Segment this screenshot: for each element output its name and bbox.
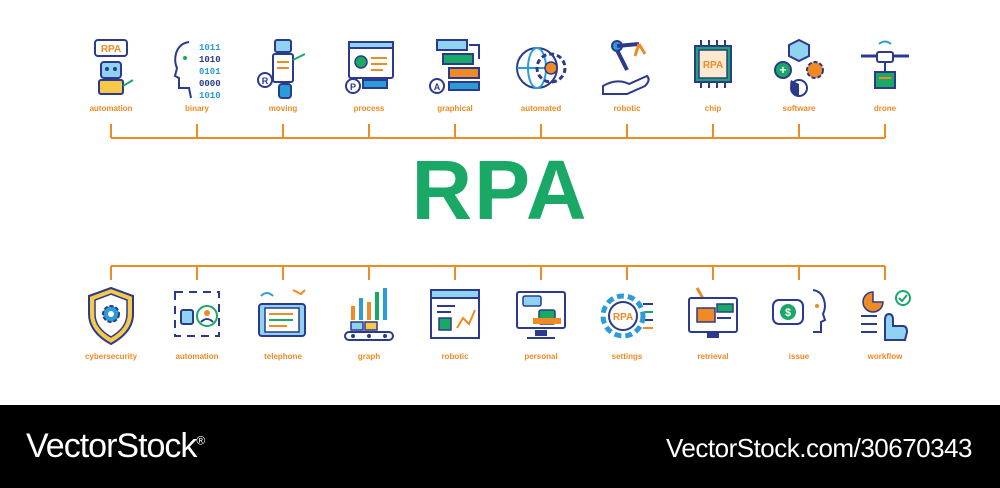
bottom-label-graph: graph xyxy=(357,352,381,361)
bottom-label-issue: issue xyxy=(788,352,810,361)
top-label-moving: moving xyxy=(268,104,298,113)
graphical-blocks-icon: A xyxy=(429,39,480,94)
svg-text:R: R xyxy=(262,76,269,86)
retrieval-monitor-icon xyxy=(688,287,738,338)
top-item-chip: RPA chip xyxy=(668,36,758,113)
chip-icon: RPA xyxy=(694,40,732,88)
svg-text:0000: 0000 xyxy=(199,79,221,89)
telephone-control-icon xyxy=(258,289,306,337)
monitor-process-icon: P xyxy=(345,41,394,94)
connector-lines xyxy=(110,124,886,280)
top-item-software: + software xyxy=(754,36,844,113)
infographic-banner: RPA automation 1011 1010 0101 0000 1010 … xyxy=(66,36,930,361)
top-item-automation: RPA automation xyxy=(66,36,156,113)
svg-text:RPA: RPA xyxy=(101,44,121,55)
bottom-item-personal: personal xyxy=(496,284,586,361)
svg-text:RPA: RPA xyxy=(613,312,633,323)
svg-text:1010: 1010 xyxy=(199,55,221,65)
image-url: VectorStock.com/30670343 xyxy=(666,433,972,463)
top-label-chip: chip xyxy=(704,104,722,113)
svg-text:1011: 1011 xyxy=(199,43,221,53)
brand-registered-mark: ® xyxy=(196,433,205,448)
workflow-hand-icon xyxy=(861,290,911,341)
bottom-label-settings: settings xyxy=(611,352,643,361)
software-cube-icon: + xyxy=(774,38,824,97)
svg-text:+: + xyxy=(779,63,786,77)
top-item-automated: automated xyxy=(496,36,586,113)
top-item-process: P process xyxy=(324,36,414,113)
bottom-label-retrieval: retrieval xyxy=(697,352,729,361)
svg-text:1010: 1010 xyxy=(199,91,221,101)
svg-text:$: $ xyxy=(785,307,791,319)
brand-name: VectorStock xyxy=(26,427,197,465)
bottom-item-retrieval: retrieval xyxy=(668,284,758,361)
top-label-software: software xyxy=(782,104,816,113)
top-label-robotic: robotic xyxy=(613,104,641,113)
shield-gear-icon xyxy=(88,286,134,346)
graph-conveyor-icon xyxy=(344,288,394,341)
head-binary-icon: 1011 1010 0101 0000 1010 xyxy=(173,41,221,101)
top-label-automated: automated xyxy=(520,104,562,113)
issue-head-icon: $ xyxy=(772,289,827,333)
bottom-item-automation: automation xyxy=(152,284,242,361)
settings-rpa-icon: RPA xyxy=(600,293,653,339)
svg-text:0101: 0101 xyxy=(199,67,221,77)
top-item-robotic: robotic xyxy=(582,36,672,113)
svg-text:P: P xyxy=(350,82,356,92)
brand-logo: VectorStock® xyxy=(26,427,205,466)
bottom-label-telephone: telephone xyxy=(264,352,302,361)
robot-rpa-icon: RPA xyxy=(94,39,134,95)
top-item-moving: R moving xyxy=(238,36,328,113)
bottom-item-cybersecurity: cybersecurity xyxy=(66,284,156,361)
robotic-browser-icon xyxy=(430,289,480,339)
bottom-item-graph: graph xyxy=(324,284,414,361)
globe-gear-icon xyxy=(516,47,567,89)
page-title: RPA xyxy=(411,143,589,237)
bottom-label-workflow: workflow xyxy=(867,352,903,361)
bottom-label-cybersecurity: cybersecurity xyxy=(84,352,138,361)
svg-text:A: A xyxy=(434,82,441,92)
bottom-label-automation: automation xyxy=(175,352,219,361)
bottom-label-robotic: robotic xyxy=(441,352,469,361)
bottom-item-telephone: telephone xyxy=(238,284,328,361)
top-item-drone: drone xyxy=(840,36,930,113)
personal-monitor-icon xyxy=(516,291,566,339)
top-item-binary: 1011 1010 0101 0000 1010 binary xyxy=(152,36,242,113)
top-label-graphical: graphical xyxy=(437,104,473,113)
bottom-item-robotic: robotic xyxy=(410,284,500,361)
top-label-process: process xyxy=(353,104,385,113)
bottom-item-workflow: workflow xyxy=(840,284,930,361)
top-label-binary: binary xyxy=(184,104,209,113)
svg-text:RPA: RPA xyxy=(703,60,723,71)
robotic-arm-icon xyxy=(602,40,650,95)
bottom-label-personal: personal xyxy=(524,352,558,361)
top-label-automation: automation xyxy=(89,104,133,113)
watermark-footer: VectorStock® VectorStock.com/30670343 xyxy=(0,405,1000,488)
drone-icon xyxy=(861,40,909,89)
robot-moving-icon: R xyxy=(257,39,306,99)
top-label-drone: drone xyxy=(873,104,897,113)
bottom-item-issue: $ issue xyxy=(754,284,844,361)
top-item-graphical: A graphical xyxy=(410,36,500,113)
automation-user-icon xyxy=(174,291,220,337)
bottom-item-settings: RPA settings xyxy=(582,284,672,361)
